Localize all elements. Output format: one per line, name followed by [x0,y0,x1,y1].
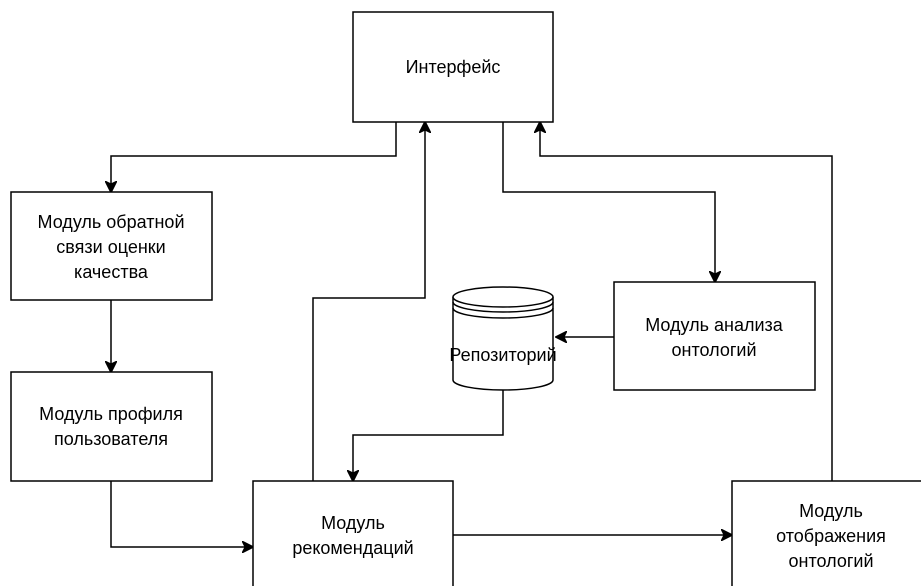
node-interface: Интерфейс [352,11,554,123]
node-feedback-label-3: качества [74,262,149,282]
node-profile: Модуль профиля пользователя [10,371,213,482]
node-analysis-label-2: онтологий [672,340,757,360]
node-repository: Репозиторий [449,286,557,391]
node-display-label-2: отображения [776,526,886,546]
node-recommend: Модуль рекомендаций [252,480,454,586]
node-feedback-label-2: связи оценки [56,237,165,257]
node-display: Модуль отображения онтологий [731,480,921,586]
edge-profile-to-recommend [110,481,253,547]
node-analysis-label-1: Модуль анализа [645,315,784,335]
edge-display-to-interface [540,122,833,481]
node-profile-label-2: пользователя [54,429,168,449]
node-recommend-label-1: Модуль [321,513,385,533]
node-display-label-1: Модуль [799,501,863,521]
node-recommend-label-2: рекомендаций [292,538,413,558]
node-feedback: Модуль обратной связи оценки качества [10,191,213,301]
node-feedback-label-1: Модуль обратной [38,212,185,232]
edge-interface-to-analysis [502,122,715,282]
edge-interface-to-feedback [111,122,397,192]
edge-recommend-to-interface [312,122,425,481]
node-repository-label: Репозиторий [449,345,556,365]
node-display-label-3: онтологий [789,551,874,571]
node-profile-label-1: Модуль профиля [39,404,183,424]
edge-repository-to-recommend [353,390,504,481]
node-analysis: Модуль анализа онтологий [613,281,816,391]
node-interface-label: Интерфейс [406,57,501,77]
